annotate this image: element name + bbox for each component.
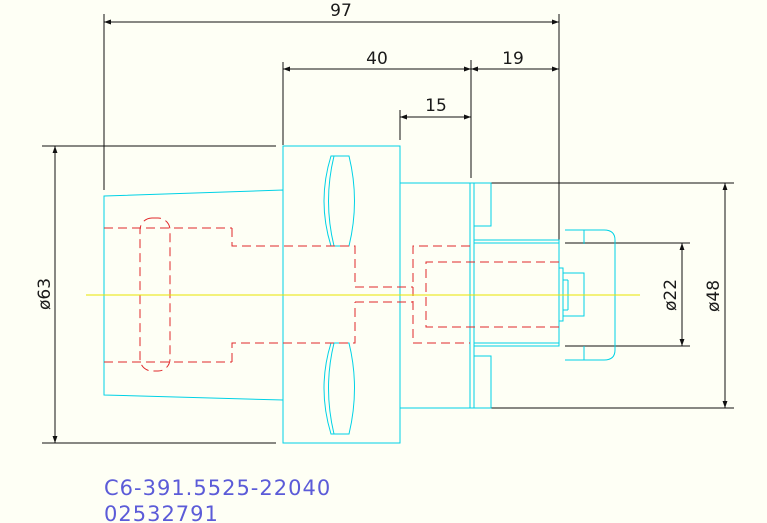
part-code: C6-391.5525-22040 <box>104 476 331 500</box>
dimension-lines <box>42 14 734 444</box>
dim-text-d48: ø48 <box>704 280 724 312</box>
part-number: 02532791 <box>104 502 219 523</box>
dim-text-d63: ø63 <box>35 278 55 310</box>
dim-text-40: 40 <box>366 49 388 69</box>
hidden-lines <box>104 217 559 372</box>
dim-text-d22: ø22 <box>661 279 681 311</box>
dim-text-15: 15 <box>425 96 447 116</box>
dim-text-19: 19 <box>502 49 524 69</box>
dim-text-97: 97 <box>330 1 352 21</box>
